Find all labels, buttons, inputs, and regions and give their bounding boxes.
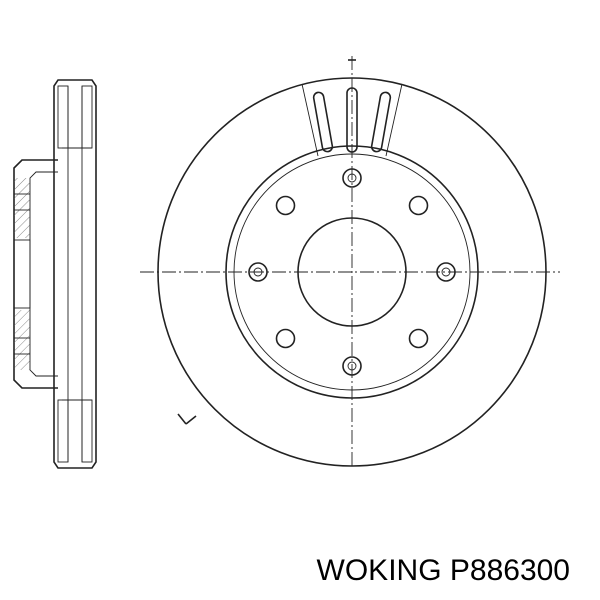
- stud-hole: [275, 328, 296, 349]
- stud-hole: [408, 328, 429, 349]
- side-outer-profile: [53, 79, 97, 469]
- stud-hole-inner: [441, 267, 451, 277]
- hat-outer-circle: [225, 145, 479, 399]
- side-ring-lower-hatch-b: [81, 399, 93, 463]
- side-hub-center-gap: [13, 239, 31, 309]
- hat-inner-circle: [233, 153, 471, 391]
- side-hub-hatch-top: [14, 178, 30, 238]
- vent-sector: [301, 83, 403, 157]
- stud-hole: [342, 168, 362, 188]
- stud-hole: [248, 262, 268, 282]
- side-ring-lower-hatch: [57, 399, 69, 463]
- stud-hole-inner: [347, 361, 357, 371]
- vent-slot: [346, 87, 358, 153]
- side-ring-upper-hatch-b: [81, 85, 93, 149]
- disc-side-view: [13, 79, 97, 469]
- brand-name: WOKING: [316, 554, 442, 587]
- stud-hole: [408, 195, 429, 216]
- vent-slot: [370, 91, 392, 153]
- stud-hole-inner: [347, 173, 357, 183]
- part-number: P886300: [449, 554, 570, 587]
- stud-hole: [342, 356, 362, 376]
- stud-hole-inner: [253, 267, 263, 277]
- vent-slot: [312, 91, 334, 153]
- stud-hole: [436, 262, 456, 282]
- disc-front-view: [140, 56, 560, 468]
- rotation-arrow-icon: [177, 413, 197, 425]
- center-bore: [297, 217, 407, 327]
- disc-outer-edge: [157, 77, 547, 467]
- side-hub-hatch-bottom: [14, 310, 30, 370]
- stud-hole: [275, 195, 296, 216]
- vent-slots: [312, 87, 392, 153]
- side-ring-upper-hatch: [57, 85, 69, 149]
- stud-holes: [248, 168, 456, 376]
- part-caption: WOKING P886300: [317, 553, 570, 589]
